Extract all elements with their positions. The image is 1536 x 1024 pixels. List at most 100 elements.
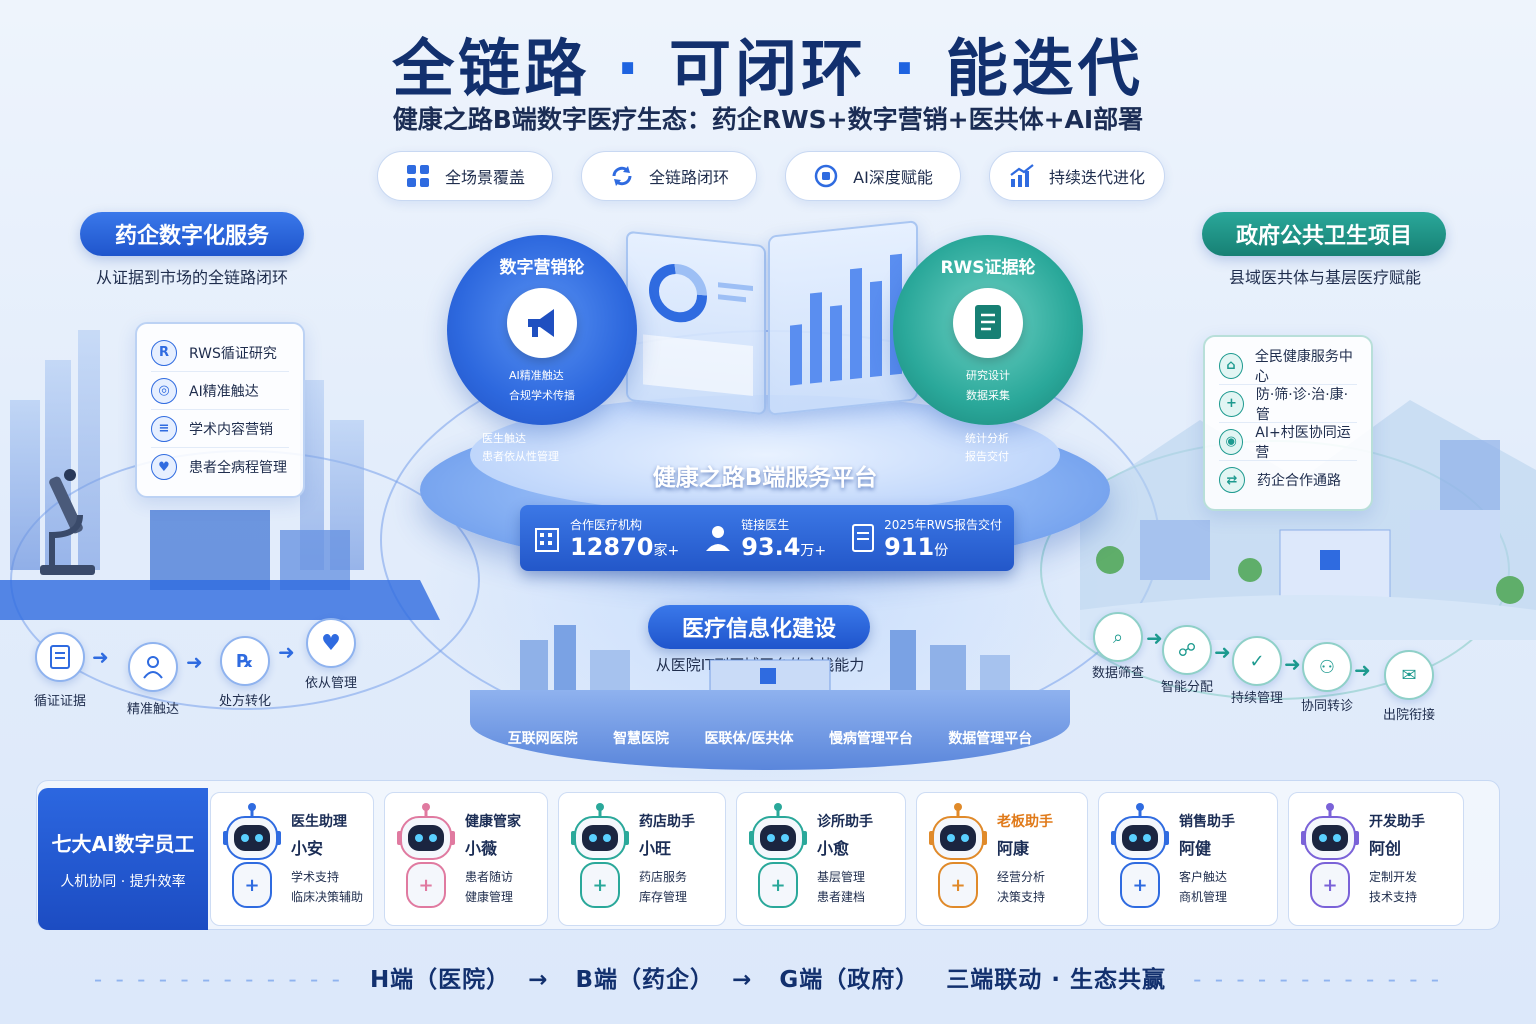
svg-text:+: + — [1132, 875, 1147, 896]
evidence-doc-icon — [35, 632, 85, 682]
ai-role: 诊所助手 — [817, 814, 873, 830]
pharma-flow-node[interactable] — [35, 632, 85, 682]
system-item[interactable]: 医联体/医共体 — [704, 731, 794, 747]
tag-iteration[interactable]: 持续迭代进化 — [989, 151, 1165, 201]
wheel-item: 患者依从性管理 — [482, 450, 559, 463]
ai-staff-header: 七大AI数字员工 人机协同 · 提升效率 — [38, 788, 208, 930]
platform-name: 健康之路B端服务平台 — [652, 465, 878, 491]
gov-flow-node[interactable]: ⚇ — [1302, 642, 1352, 692]
hospital-city-skyline — [520, 625, 1010, 700]
gov-flow-node[interactable]: ☍ — [1162, 625, 1212, 675]
content-icon: ≡ — [151, 415, 177, 442]
list-item[interactable]: ⇄药企合作通路 — [1219, 461, 1357, 499]
ai-duty: 基层管理 — [817, 870, 866, 884]
tag-full-scene[interactable]: 全场景覆盖 — [377, 151, 553, 201]
ai-staff-card[interactable]: +医生助理小安学术支持临床决策辅助 — [210, 792, 374, 926]
ai-staff-card[interactable]: +老板助手阿康经营分析决策支持 — [916, 792, 1088, 926]
ai-staff-card[interactable]: +诊所助手小愈基层管理患者建档 — [736, 792, 906, 926]
system-item[interactable]: 互联网医院 — [507, 731, 578, 747]
ai-role: 开发助手 — [1369, 814, 1425, 830]
ai-name: 阿创 — [1369, 839, 1402, 858]
robot-avatar-icon: + — [1301, 803, 1359, 908]
svg-text:+: + — [950, 875, 965, 896]
arrow-right-icon: ➜ — [278, 640, 295, 664]
wheel-item-list: AI精准触达 合规学术传播 — [509, 366, 575, 406]
discharge-icon: ✉ — [1384, 650, 1434, 700]
wheel-item: 报告交付 — [965, 450, 1009, 463]
wheel-item-list-lower: 医生触达 患者依从性管理 — [482, 430, 559, 466]
ai-duty: 临床决策辅助 — [291, 890, 364, 904]
rws-evidence-wheel[interactable]: RWS证据轮 研究设计 数据采集 — [893, 235, 1083, 425]
doctor-icon — [128, 642, 178, 692]
ai-duty: 健康管理 — [465, 890, 514, 904]
ai-staff-card[interactable]: +健康管家小薇患者随访健康管理 — [384, 792, 548, 926]
loop-icon — [612, 166, 632, 186]
robot-avatar-icon: + — [749, 803, 807, 908]
wheel-title: 数字营销轮 — [499, 258, 585, 278]
ai-duty: 技术支持 — [1369, 890, 1418, 904]
wheel-item-list-lower: 统计分析 报告交付 — [965, 430, 1009, 466]
arrow-right-icon: ➜ — [1214, 640, 1231, 664]
flow-label: 协同转诊 — [1300, 699, 1353, 714]
city-skyline-left — [0, 330, 440, 620]
system-item[interactable]: 数据管理平台 — [948, 731, 1033, 747]
ai-role: 药店助手 — [639, 814, 695, 830]
gov-service-list: ⌂全民健康服务中心 +防·筛·诊·治·康·管 ◉AI+村医协同运营 ⇄药企合作通… — [1203, 335, 1373, 511]
flow-label: 处方转化 — [218, 694, 271, 709]
ai-staff-card[interactable]: +开发助手阿创定制开发技术支持 — [1288, 792, 1464, 926]
page-subtitle: 健康之路B端数字医疗生态：药企RWS+数字营销+医共体+AI部署 — [392, 105, 1144, 134]
tag-closed-loop[interactable]: 全链路闭环 — [581, 151, 757, 201]
wheel-item: AI精准触达 — [509, 369, 564, 382]
pharma-flow-node[interactable]: ♥ — [306, 618, 356, 668]
robot-avatar-icon: + — [397, 803, 455, 908]
flow-label: 智能分配 — [1160, 680, 1213, 695]
health-center-icon: ⌂ — [1219, 352, 1243, 379]
flow-label: 数据筛查 — [1091, 666, 1144, 681]
arrow-right-icon: ➜ — [1284, 652, 1301, 676]
village-doctor-icon: ◉ — [1219, 428, 1244, 455]
decor-dashes: - - - - - - - - - - - - — [93, 967, 343, 993]
digital-marketing-wheel[interactable]: 数字营销轮 AI精准触达 合规学术传播 — [447, 235, 637, 425]
list-item[interactable]: ◉AI+村医协同运营 — [1219, 423, 1357, 461]
tag-ai-empower[interactable]: AI深度赋能 — [785, 151, 961, 201]
ai-duty: 商机管理 — [1179, 890, 1228, 904]
ai-role: 老板助手 — [997, 814, 1053, 830]
gov-flow-node[interactable]: ✉ — [1384, 650, 1434, 700]
informatization-title: 医疗信息化建设 — [648, 605, 870, 649]
informatization-base — [470, 690, 1070, 770]
pharma-flow-node[interactable]: ℞ — [220, 636, 270, 686]
system-list: 互联网医院 智慧医院 医联体/医共体 慢病管理平台 数据管理平台 — [490, 728, 1050, 748]
list-item[interactable]: ≡学术内容营销 — [151, 410, 289, 448]
svg-text:+: + — [770, 875, 785, 896]
ai-staff-card[interactable]: +药店助手小旺药店服务库存管理 — [558, 792, 726, 926]
svg-text:+: + — [244, 875, 259, 896]
page-title: 全链路 · 可闭环 · 能迭代 — [392, 32, 1144, 105]
ai-staff-card[interactable]: +销售助手阿健客户触达商机管理 — [1098, 792, 1278, 926]
ai-role: 健康管家 — [465, 814, 521, 830]
gov-flow-node[interactable]: ⌕ — [1093, 612, 1143, 662]
list-item[interactable]: +防·筛·诊·治·康·管 — [1219, 385, 1357, 423]
flow-label: 依从管理 — [304, 676, 357, 691]
ai-duty: 患者随访 — [465, 870, 514, 884]
ai-chip-icon — [814, 164, 838, 188]
gov-flow-node[interactable]: ✓ — [1232, 636, 1282, 686]
list-item[interactable]: ◎AI精准触达 — [151, 372, 289, 410]
arrow-right-icon: ➜ — [92, 645, 109, 669]
ai-duty: 经营分析 — [997, 870, 1046, 884]
system-item[interactable]: 智慧医院 — [613, 731, 670, 747]
pharma-flow-node[interactable] — [128, 642, 178, 692]
allocation-icon: ☍ — [1162, 625, 1212, 675]
arrow-right-icon: ➜ — [1146, 626, 1163, 650]
list-item[interactable]: ♥患者全病程管理 — [151, 448, 289, 486]
ai-duty: 患者建档 — [817, 890, 866, 904]
document-icon — [953, 288, 1023, 358]
gov-panel-title: 政府公共卫生项目 — [1202, 212, 1446, 256]
robot-avatar-icon: + — [1111, 803, 1169, 908]
flow-label: 出院衔接 — [1382, 708, 1435, 723]
microscope-icon — [40, 469, 95, 575]
list-item[interactable]: ⌂全民健康服务中心 — [1219, 347, 1357, 385]
wheel-item: 合规学术传播 — [509, 389, 575, 402]
system-item[interactable]: 慢病管理平台 — [828, 731, 913, 747]
